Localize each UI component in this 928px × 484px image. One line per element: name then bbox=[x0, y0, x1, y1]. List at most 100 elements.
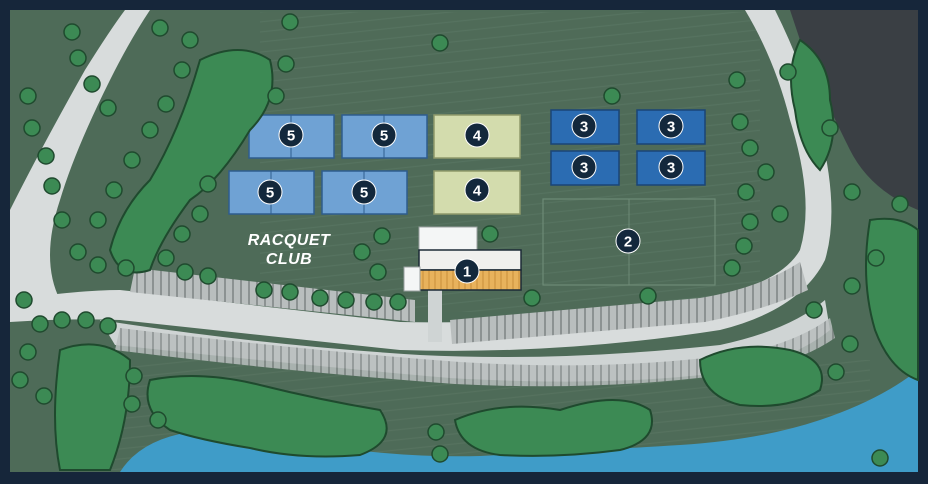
clubhouse-canopy bbox=[418, 226, 478, 252]
tree-icon bbox=[827, 363, 845, 381]
tree-icon bbox=[267, 87, 285, 105]
tree-icon bbox=[69, 49, 87, 67]
tree-icon bbox=[337, 291, 355, 309]
marker-3a[interactable]: 3 bbox=[571, 113, 597, 139]
tree-layer bbox=[11, 13, 919, 471]
marker-4b-label: 4 bbox=[473, 183, 482, 200]
tree-icon bbox=[281, 13, 299, 31]
marker-3b-label: 3 bbox=[667, 119, 675, 136]
marker-icon bbox=[571, 113, 597, 139]
tree-icon bbox=[43, 177, 61, 195]
tree-icon bbox=[89, 211, 107, 229]
tree-icon bbox=[89, 256, 107, 274]
area-label-line2: CLUB bbox=[266, 251, 312, 268]
marker-3d[interactable]: 3 bbox=[658, 154, 684, 180]
marker-icon bbox=[257, 179, 283, 205]
tree-icon bbox=[779, 63, 797, 81]
tree-icon bbox=[821, 119, 839, 137]
marker-1[interactable]: 1 bbox=[454, 258, 480, 284]
marker-5a[interactable]: 5 bbox=[278, 122, 304, 148]
tree-icon bbox=[373, 227, 391, 245]
marker-4b[interactable]: 4 bbox=[464, 177, 490, 203]
tree-icon bbox=[141, 121, 159, 139]
tree-icon bbox=[603, 87, 621, 105]
marker-4a-label: 4 bbox=[473, 128, 482, 145]
tree-icon bbox=[181, 31, 199, 49]
tree-icon bbox=[891, 195, 909, 213]
marker-5d[interactable]: 5 bbox=[351, 179, 377, 205]
tree-icon bbox=[431, 34, 449, 52]
marker-icon bbox=[615, 228, 641, 254]
tree-icon bbox=[173, 61, 191, 79]
tree-icon bbox=[151, 19, 169, 37]
tree-grove bbox=[453, 399, 653, 457]
left-road bbox=[10, 10, 150, 300]
tree-icon bbox=[277, 55, 295, 73]
ramp-right bbox=[450, 262, 808, 344]
tree-icon bbox=[843, 277, 861, 295]
tree-icon bbox=[149, 411, 167, 429]
tree-icon bbox=[353, 243, 371, 261]
tree-icon bbox=[83, 75, 101, 93]
tree-icon bbox=[843, 183, 861, 201]
tree-icon bbox=[431, 445, 449, 463]
marker-icon bbox=[658, 154, 684, 180]
tree-icon bbox=[741, 213, 759, 231]
marker-icon bbox=[351, 179, 377, 205]
tree-icon bbox=[123, 395, 141, 413]
tree-icon bbox=[427, 423, 445, 441]
marker-5d-label: 5 bbox=[360, 185, 368, 202]
tree-grove bbox=[108, 49, 274, 274]
marker-icon bbox=[464, 177, 490, 203]
tree-icon bbox=[15, 291, 33, 309]
marker-3c[interactable]: 3 bbox=[571, 154, 597, 180]
tree-icon bbox=[19, 87, 37, 105]
tree-icon bbox=[99, 99, 117, 117]
rock-area bbox=[790, 10, 918, 210]
marker-icon bbox=[371, 122, 397, 148]
tree-grove bbox=[698, 345, 823, 407]
marker-5c[interactable]: 5 bbox=[257, 179, 283, 205]
tree-icon bbox=[255, 281, 273, 299]
tree-icon bbox=[11, 371, 29, 389]
marker-3d-label: 3 bbox=[667, 160, 675, 177]
marker-icon bbox=[464, 122, 490, 148]
tree-icon bbox=[311, 289, 329, 307]
tree-icon bbox=[523, 289, 541, 307]
tree-icon bbox=[841, 335, 859, 353]
tree-icon bbox=[728, 71, 746, 89]
tree-icon bbox=[173, 225, 191, 243]
tree-icon bbox=[281, 283, 299, 301]
tree-icon bbox=[157, 249, 175, 267]
marker-icon bbox=[658, 113, 684, 139]
tree-icon bbox=[117, 259, 135, 277]
marker-2[interactable]: 2 bbox=[615, 228, 641, 254]
tree-icon bbox=[35, 387, 53, 405]
tree-icon bbox=[69, 243, 87, 261]
tree-icon bbox=[735, 237, 753, 255]
marker-5b[interactable]: 5 bbox=[371, 122, 397, 148]
tree-icon bbox=[639, 287, 657, 305]
tree-icon bbox=[871, 449, 889, 467]
tree-icon bbox=[731, 113, 749, 131]
tree-icon bbox=[157, 95, 175, 113]
tree-grove bbox=[54, 343, 132, 471]
tree-icon bbox=[176, 263, 194, 281]
tree-icon bbox=[125, 367, 143, 385]
tree-icon bbox=[199, 267, 217, 285]
marker-5a-label: 5 bbox=[287, 128, 295, 145]
marker-4a[interactable]: 4 bbox=[464, 122, 490, 148]
marker-1-label: 1 bbox=[463, 264, 471, 281]
ramp-lower bbox=[115, 318, 835, 387]
tree-icon bbox=[805, 301, 823, 319]
marker-3b[interactable]: 3 bbox=[658, 113, 684, 139]
tree-icon bbox=[365, 293, 383, 311]
tree-icon bbox=[37, 147, 55, 165]
clubhouse-annex bbox=[403, 266, 421, 292]
tree-icon bbox=[481, 225, 499, 243]
marker-icon bbox=[454, 258, 480, 284]
tree-icon bbox=[77, 311, 95, 329]
walkway bbox=[428, 290, 442, 342]
tree-grove bbox=[146, 375, 388, 458]
